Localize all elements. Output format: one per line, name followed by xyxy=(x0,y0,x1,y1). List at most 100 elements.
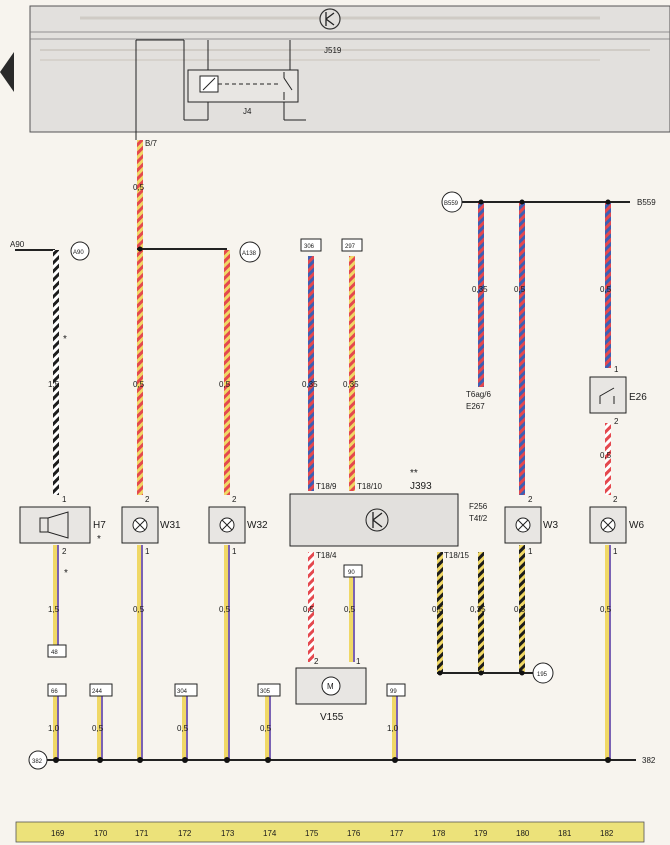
horn-icon xyxy=(47,511,69,539)
label-h7: H7 xyxy=(93,520,106,531)
switch-icon xyxy=(599,387,615,404)
label-w6: W6 xyxy=(629,520,644,531)
star-h7: * xyxy=(97,534,101,545)
relay-j4: J4 xyxy=(184,40,306,121)
size-180-low: 0,5 xyxy=(514,605,526,614)
size-a90: 1,5 xyxy=(48,380,60,389)
footer-num: 176 xyxy=(347,829,361,838)
pin-v155-2: 2 xyxy=(314,657,319,666)
label-w3: W3 xyxy=(543,520,558,531)
ref-305: 305 xyxy=(260,689,271,695)
footer-num: 172 xyxy=(178,829,192,838)
size-179-low: 0,35 xyxy=(470,605,486,614)
size-175: 0,35 xyxy=(302,380,318,389)
footer-num: 182 xyxy=(600,829,614,838)
size-170-g: 0,5 xyxy=(92,724,104,733)
size-177-g: 1,0 xyxy=(387,724,399,733)
ref-297: 297 xyxy=(345,244,356,250)
ref-306: 306 xyxy=(304,244,315,250)
connector-b559-label: B559 xyxy=(444,201,459,207)
label-j4: J4 xyxy=(243,107,252,116)
size-173: 0,5 xyxy=(219,380,231,389)
footer-num: 170 xyxy=(94,829,108,838)
label-w32: W32 xyxy=(247,520,268,531)
connector-195 xyxy=(532,662,554,684)
wire-173 xyxy=(224,250,230,495)
footer-strip: 169 170 171 172 173 174 175 176 177 178 … xyxy=(15,821,645,843)
size-182-top: 0,5 xyxy=(600,285,612,294)
page-arrow-icon[interactable] xyxy=(0,52,14,92)
pin-e26-1: 1 xyxy=(614,365,619,374)
pin-w32-1: 1 xyxy=(232,547,237,556)
connector-195-label: 195 xyxy=(537,672,548,678)
size-173-low: 0,5 xyxy=(219,605,231,614)
ground-382 xyxy=(28,750,48,770)
label-f256: F256 xyxy=(469,502,488,511)
footer-num: 180 xyxy=(516,829,530,838)
pin-h7-2: 2 xyxy=(62,547,67,556)
pin-t18-9: T18/9 xyxy=(316,482,337,491)
pin-w31-2: 2 xyxy=(145,495,150,504)
size-178-top: 0,35 xyxy=(472,285,488,294)
control-unit-housing: J519 J4 xyxy=(29,5,670,140)
label-j393-star: ** xyxy=(410,468,418,479)
label-t4f2: T4f/2 xyxy=(469,514,488,523)
ref-90: 90 xyxy=(348,570,355,576)
size-182-low: 0,5 xyxy=(600,605,612,614)
ref-99: 99 xyxy=(390,689,397,695)
size-174-g: 0,5 xyxy=(260,724,272,733)
size-182-mid: 0,5 xyxy=(600,451,612,460)
connector-a90-label: A90 xyxy=(73,250,84,256)
size-169-g: 1,0 xyxy=(48,724,60,733)
control-unit-symbol-icon xyxy=(372,512,383,528)
pin-h7-1: 1 xyxy=(62,495,67,504)
wire-175 xyxy=(308,256,314,491)
size-178-low: 0,5 xyxy=(432,605,444,614)
junctions xyxy=(53,199,611,763)
pin-t18-15: T18/15 xyxy=(444,551,469,560)
connector-a90 xyxy=(70,241,90,261)
size-180-top: 0,5 xyxy=(514,285,526,294)
wire-176 xyxy=(349,256,355,491)
wires xyxy=(15,140,636,761)
label-a90-left: A90 xyxy=(10,240,25,249)
horn-h7: H7 1 2 * xyxy=(19,495,106,556)
size-b7: 0,5 xyxy=(133,183,145,192)
wire-171 xyxy=(137,140,143,495)
pin-t18-10: T18/10 xyxy=(357,482,382,491)
star-a90: * xyxy=(63,334,67,345)
footer-num: 174 xyxy=(263,829,277,838)
connector-b559 xyxy=(441,191,463,213)
ground-382-label: 382 xyxy=(32,759,43,765)
control-unit-symbol-icon xyxy=(319,8,341,30)
label-w31: W31 xyxy=(160,520,181,531)
pin-v155-1: 1 xyxy=(356,657,361,666)
pin-w3-2: 2 xyxy=(528,495,533,504)
wire-182-mid xyxy=(605,423,611,495)
footer-num: 177 xyxy=(390,829,404,838)
wire-180 xyxy=(519,203,525,495)
pin-w6-1: 1 xyxy=(613,547,618,556)
pin-e26-2: 2 xyxy=(614,417,619,426)
label-e26: E26 xyxy=(629,392,647,403)
footer-num: 171 xyxy=(135,829,149,838)
size-171-low: 0,5 xyxy=(133,605,145,614)
connector-a138-label: A138 xyxy=(242,251,257,257)
lamp-w32: W32 2 1 xyxy=(208,495,268,556)
footer-num: 181 xyxy=(558,829,572,838)
label-j519: J519 xyxy=(324,46,342,55)
wire-169 xyxy=(53,250,59,495)
footer-num: 175 xyxy=(305,829,319,838)
footer-num: 169 xyxy=(51,829,65,838)
ref-48: 48 xyxy=(51,650,58,656)
footer-num: 173 xyxy=(221,829,235,838)
pin-w3-1: 1 xyxy=(528,547,533,556)
label-b559-right: B559 xyxy=(637,198,656,207)
label-382-right: 382 xyxy=(642,756,656,765)
size-175-low: 0,5 xyxy=(303,605,315,614)
footer-num: 179 xyxy=(474,829,488,838)
label-e267: E267 xyxy=(466,402,485,411)
size-171: 0,5 xyxy=(133,380,145,389)
wire-179-top xyxy=(478,203,484,387)
switch-e26: E26 1 2 xyxy=(589,365,647,426)
